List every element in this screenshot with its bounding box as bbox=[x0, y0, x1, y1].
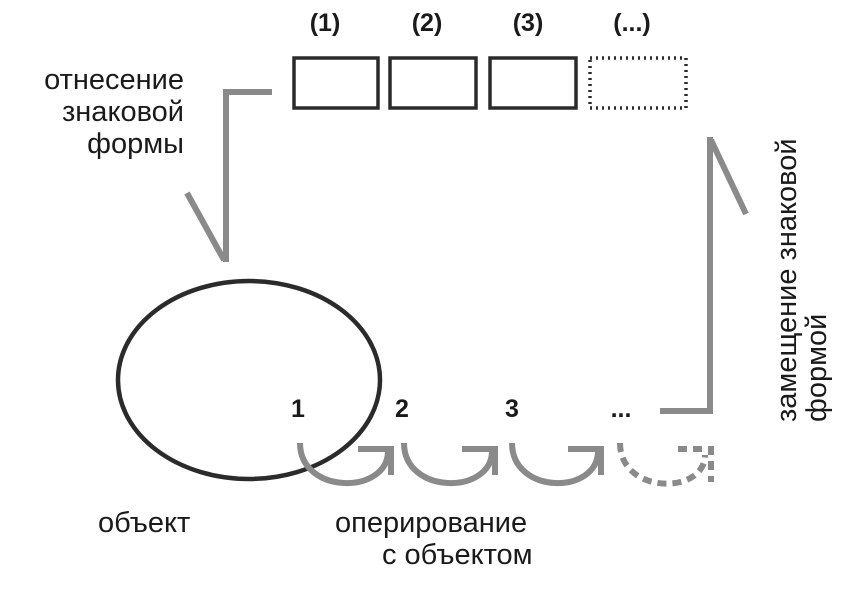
sign-form-label-1: (1) bbox=[310, 9, 341, 37]
operation-loop-3 bbox=[509, 442, 601, 486]
sign-form-box-3 bbox=[488, 56, 578, 110]
substitution-arrow bbox=[660, 137, 749, 414]
sign-form-box-2 bbox=[388, 56, 478, 110]
substitution-caption-line-2: формой bbox=[801, 314, 833, 422]
operation-loop-more bbox=[617, 442, 708, 487]
substitution-caption-line-1: замещение знаковой bbox=[771, 138, 803, 422]
sign-form-label-2: (2) bbox=[412, 9, 443, 37]
relation-caption: отнесение знаковой формы bbox=[44, 64, 184, 160]
relation-arrow bbox=[184, 89, 272, 262]
substitution-caption: замещение знаковой формой bbox=[771, 138, 833, 422]
operation-loop-2 bbox=[401, 442, 495, 486]
sign-form-box-1 bbox=[292, 56, 380, 110]
relation-caption-line-3: формы bbox=[87, 128, 184, 160]
operation-label-2: 2 bbox=[395, 395, 409, 423]
relation-caption-line-1: отнесение bbox=[44, 64, 184, 96]
operation-loop-1 bbox=[297, 442, 391, 486]
sign-form-label-3: (3) bbox=[513, 9, 544, 37]
sign-form-boxes bbox=[292, 56, 688, 110]
operation-loops bbox=[297, 442, 714, 487]
object-ellipse bbox=[115, 278, 383, 482]
relation-caption-line-2: знаковой bbox=[62, 96, 184, 128]
operating-caption-line-1: оперирование bbox=[335, 507, 527, 539]
operation-label-1: 1 bbox=[291, 395, 305, 423]
operating-caption: оперирование с объектом bbox=[335, 507, 533, 571]
sign-form-label-more: (...) bbox=[613, 9, 651, 37]
object-caption: объект bbox=[98, 507, 190, 539]
sign-form-box-more bbox=[588, 56, 688, 110]
operation-label-more: ... bbox=[611, 395, 632, 423]
operation-label-3: 3 bbox=[505, 395, 519, 423]
operating-caption-line-2: с объектом bbox=[382, 539, 533, 571]
